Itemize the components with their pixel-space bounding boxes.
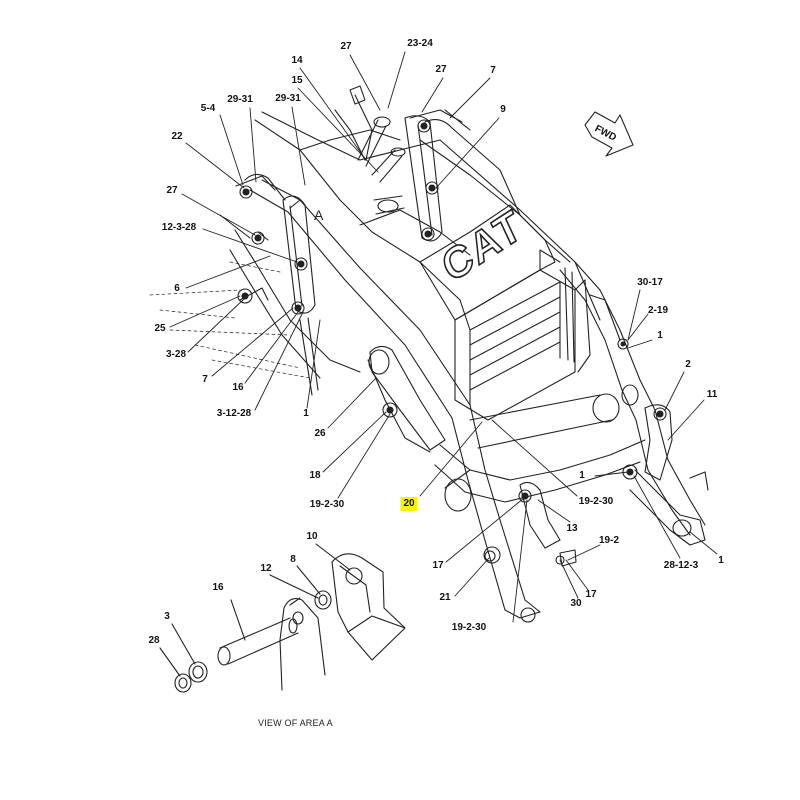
callout-label: 19-2-30: [578, 496, 614, 507]
callout-label: 1: [579, 470, 585, 481]
callout-label: 29-31: [275, 93, 301, 104]
callout-label: 2: [685, 359, 691, 370]
callout-label: 19-2-30: [309, 499, 345, 510]
callout-label: 30: [570, 598, 582, 609]
fwd-arrow-icon: [584, 111, 634, 157]
callout-label: 17: [585, 589, 597, 600]
callout-label: 16: [232, 382, 244, 393]
callout-label: 16: [212, 582, 224, 593]
callout-label: 17: [432, 560, 444, 571]
callout-label: 18: [309, 470, 321, 481]
callout-label: 27: [435, 64, 447, 75]
callout-label: 19-2: [598, 535, 620, 546]
callout-label: 2-19: [647, 305, 669, 316]
callout-label: 7: [490, 65, 496, 76]
tilt-linkage: [334, 85, 521, 242]
callout-label: 1: [657, 330, 663, 341]
leader-lines: [169, 51, 718, 623]
callout-label: 29-31: [227, 94, 253, 105]
callout-label: 13: [566, 523, 578, 534]
callout-label: 21: [439, 592, 451, 603]
callout-label: 23-24: [407, 38, 433, 49]
callout-label: 9: [500, 104, 506, 115]
hidden-lines: [149, 261, 311, 379]
callout-label: 27: [340, 41, 352, 52]
detail-view-area-a: [159, 543, 406, 693]
callout-label: 8: [290, 554, 296, 565]
callout-label: 11: [706, 389, 718, 400]
area-a-marker: A: [314, 207, 324, 223]
lower-links: [483, 404, 709, 567]
pin-bushings: [237, 119, 667, 623]
callout-label: 3-28: [165, 349, 187, 360]
callout-label: 1: [303, 408, 309, 419]
callout-label: 14: [291, 55, 303, 66]
callout-label: 28: [148, 635, 160, 646]
view-caption: VIEW OF AREA A: [258, 718, 333, 728]
callout-label: 3-12-28: [216, 408, 252, 419]
callout-label-highlighted: 20: [400, 497, 418, 511]
left-link: [219, 173, 319, 396]
callout-label: 6: [174, 283, 180, 294]
callout-label: 10: [306, 531, 318, 542]
callout-label: 26: [314, 428, 326, 439]
cross-tube: [367, 345, 620, 512]
callout-label: 28-12-3: [663, 560, 699, 571]
callout-label: 25: [154, 323, 166, 334]
callout-label: 22: [171, 131, 183, 142]
callout-label: 3: [164, 611, 170, 622]
callout-label: 12: [260, 563, 272, 574]
callout-label: 30-17: [637, 277, 663, 288]
callout-label: 5-4: [200, 103, 216, 114]
callout-label: 19-2-30: [451, 622, 487, 633]
callout-label: 1: [718, 555, 724, 566]
callout-label: 15: [291, 75, 303, 86]
callout-label: 7: [202, 374, 208, 385]
callout-label: 12-3-28: [161, 222, 197, 233]
callout-label: 27: [166, 185, 178, 196]
left-boom-arm: [229, 179, 646, 619]
loader-frame: [254, 111, 601, 421]
